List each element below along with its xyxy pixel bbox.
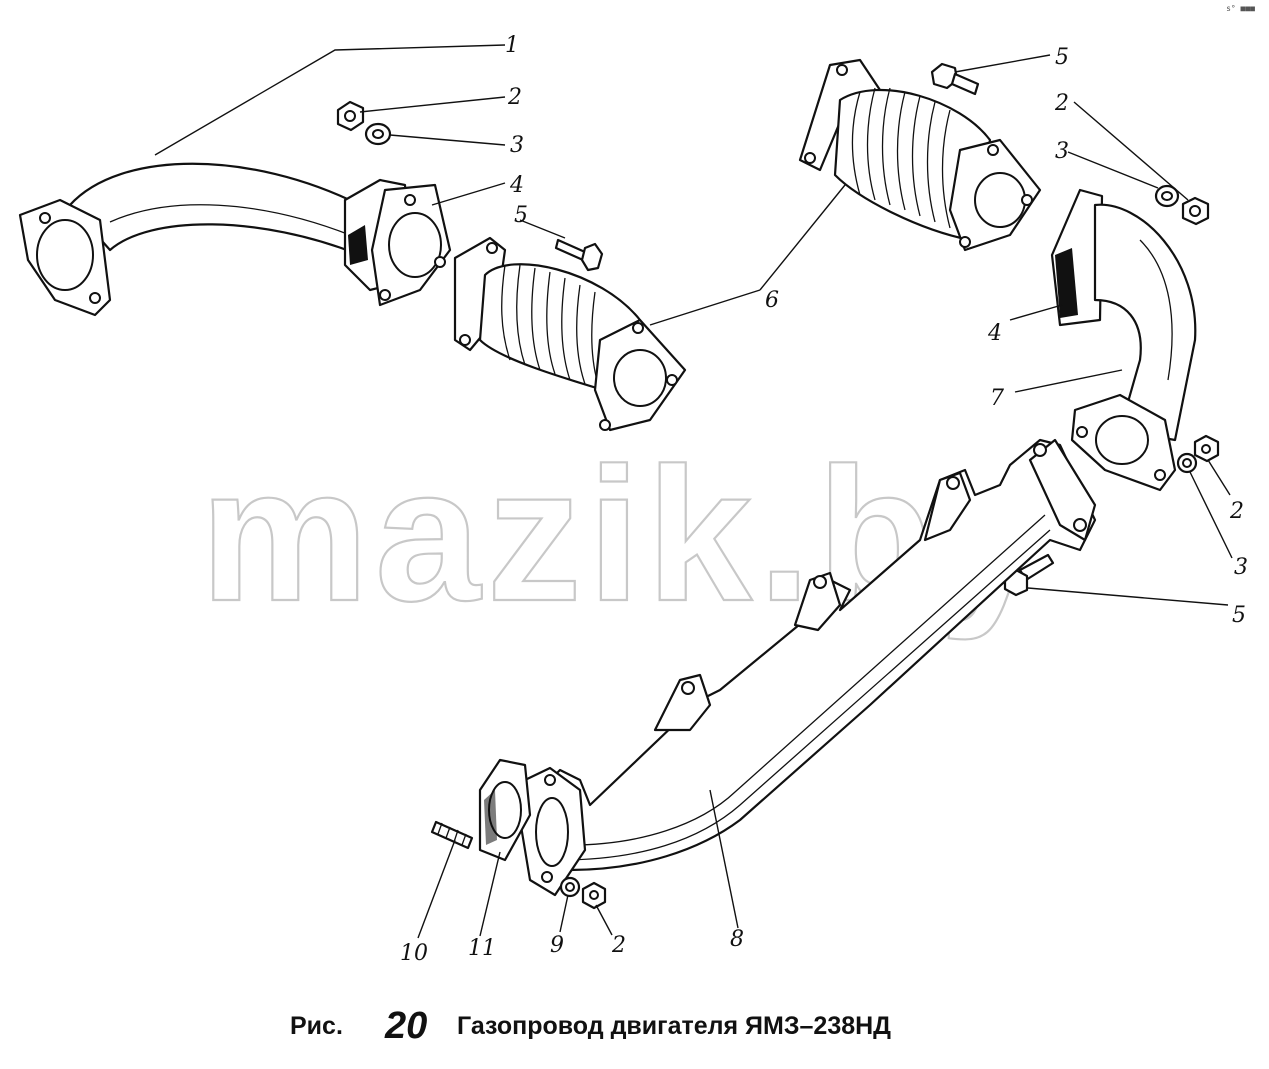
nut-washer-top-right — [1154, 184, 1210, 226]
exhaust-manifold-drawing: mazik.by — [18, 33, 1248, 966]
nut-washer-bottom — [559, 876, 607, 910]
nut-washer-top-left — [336, 100, 392, 146]
part-4-gasket-left — [370, 183, 452, 307]
callout-11: 11 — [468, 936, 496, 961]
callout-9: 9 — [550, 933, 564, 958]
callout-2-right: 2 — [1229, 499, 1244, 524]
callout-2-bottom: 2 — [611, 933, 626, 958]
part-10-stud — [430, 820, 474, 850]
corner-mark: s° ■■■ — [1226, 4, 1255, 13]
part-6-bellows-upper — [798, 58, 1042, 252]
callout-labels: 1 2 3 4 5 6 5 2 3 4 7 2 3 5 8 10 11 9 2 — [400, 33, 1248, 966]
caption-prefix: Рис. — [290, 1012, 343, 1040]
callout-2-top-right: 2 — [1054, 91, 1069, 116]
part-7-elbow-pipe — [1050, 188, 1197, 492]
callout-4-right: 4 — [987, 321, 1002, 346]
callout-7: 7 — [990, 386, 1004, 411]
caption-title: Газопровод двигателя ЯМЗ–238НД — [457, 1012, 891, 1040]
part-1-bent-pipe — [18, 162, 412, 317]
caption-number: 20 — [385, 1005, 428, 1047]
callout-1: 1 — [505, 33, 519, 58]
part-11-gasket — [478, 758, 532, 862]
part-8-exhaust-manifold — [518, 438, 1097, 897]
leader-lines — [154, 44, 1233, 939]
bolt-middle — [554, 238, 604, 272]
callout-3-top-left: 3 — [510, 133, 524, 158]
bolt-top — [930, 62, 980, 96]
callout-5-top: 5 — [1055, 45, 1069, 70]
callout-4-left: 4 — [509, 173, 524, 198]
callout-2-top-left: 2 — [507, 85, 522, 110]
callout-3-right: 3 — [1234, 555, 1248, 580]
callout-5-right: 5 — [1232, 603, 1246, 628]
callout-5-middle: 5 — [514, 203, 528, 228]
nut-washer-right — [1176, 434, 1220, 474]
part-6-bellows-lower — [453, 236, 687, 432]
callout-8: 8 — [730, 927, 744, 952]
callout-10: 10 — [400, 941, 428, 966]
callout-3-top-right: 3 — [1055, 139, 1069, 164]
callout-6: 6 — [765, 288, 779, 313]
figure-caption: Рис. 20 Газопровод двигателя ЯМЗ–238НД — [0, 1003, 1269, 1053]
